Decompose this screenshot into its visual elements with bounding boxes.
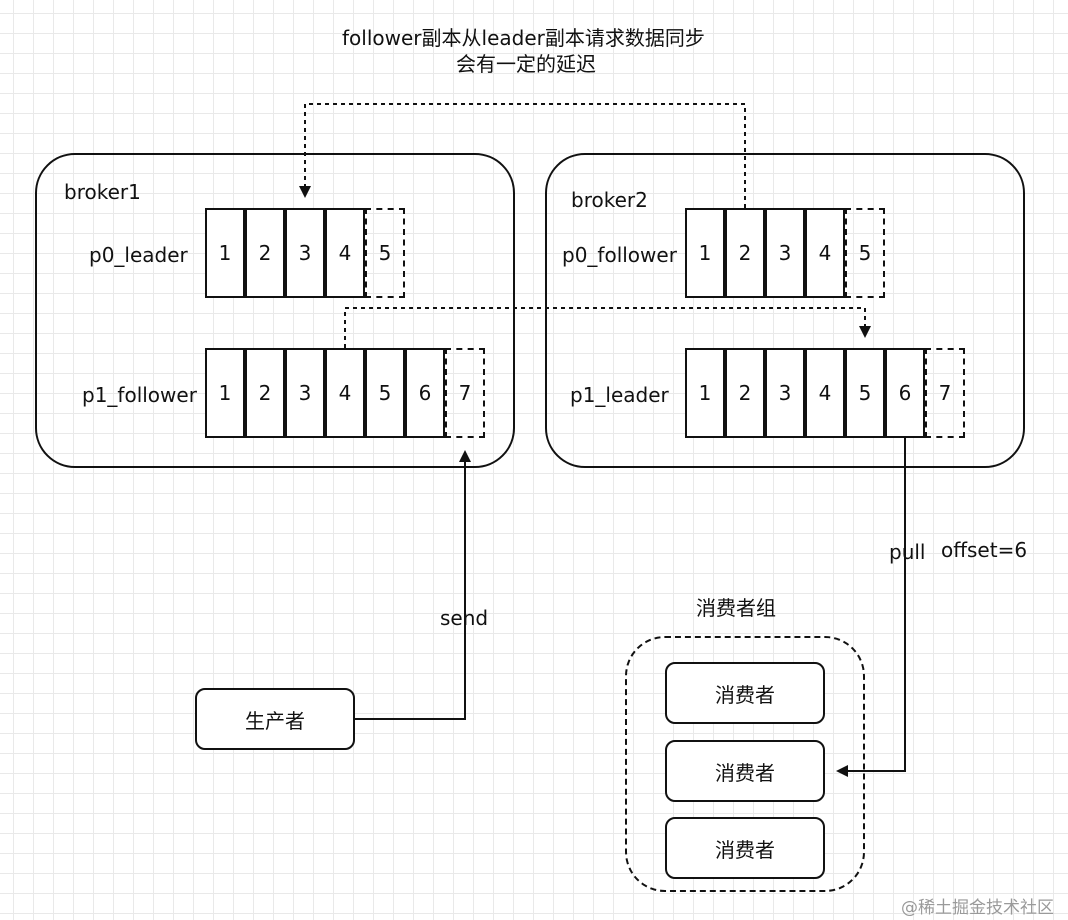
broker2-title: broker2 — [571, 188, 648, 212]
offset-cell: 3 — [285, 348, 325, 438]
offset-cell: 6 — [405, 348, 445, 438]
offset-cell: 6 — [885, 348, 925, 438]
offset-cell: 4 — [325, 348, 365, 438]
offset-cell: 1 — [685, 208, 725, 298]
offset-cell: 5 — [365, 348, 405, 438]
send-connector — [355, 450, 471, 720]
broker1-p0-label: p0_leader — [89, 243, 188, 267]
broker1-title: broker1 — [64, 180, 141, 204]
sync-note-line1: follower副本从leader副本请求数据同步 — [342, 26, 705, 50]
watermark: @稀土掘金技术社区 — [901, 898, 1054, 918]
offset-cell: 4 — [805, 208, 845, 298]
offset-cell: 3 — [765, 348, 805, 438]
offset-cell: 1 — [205, 208, 245, 298]
offset-cell: 2 — [245, 208, 285, 298]
consumer-box: 消费者 — [665, 662, 825, 724]
offset-cell: 2 — [245, 348, 285, 438]
consumer-label: 消费者 — [715, 682, 775, 707]
offset-cell: 3 — [285, 208, 325, 298]
pending-offset-cell: 5 — [365, 208, 405, 298]
offset-cell: 1 — [205, 348, 245, 438]
consumer-box: 消费者 — [665, 817, 825, 879]
offset-cell: 3 — [765, 208, 805, 298]
offset-cell: 1 — [685, 348, 725, 438]
sync-note-line2: 会有一定的延迟 — [456, 52, 596, 76]
consumer-group-title: 消费者组 — [696, 596, 776, 620]
offset-cell: 5 — [845, 348, 885, 438]
offset-cell: 4 — [325, 208, 365, 298]
producer-box: 生产者 — [195, 688, 355, 750]
offset-cell: 2 — [725, 208, 765, 298]
producer-label: 生产者 — [245, 708, 305, 733]
pull-label: pull — [889, 540, 926, 564]
consumer-label: 消费者 — [715, 760, 775, 785]
pending-offset-cell: 5 — [845, 208, 885, 298]
consumer-box: 消费者 — [665, 740, 825, 802]
broker2-p1-label: p1_leader — [570, 383, 669, 407]
offset-label: offset=6 — [941, 538, 1028, 562]
send-label: send — [440, 606, 489, 630]
broker2-p0-label: p0_follower — [562, 243, 677, 267]
consumer-label: 消费者 — [715, 837, 775, 862]
pending-offset-cell: 7 — [445, 348, 485, 438]
broker1-p1-label: p1_follower — [82, 383, 197, 407]
offset-cell: 2 — [725, 348, 765, 438]
pending-offset-cell: 7 — [925, 348, 965, 438]
offset-cell: 4 — [805, 348, 845, 438]
